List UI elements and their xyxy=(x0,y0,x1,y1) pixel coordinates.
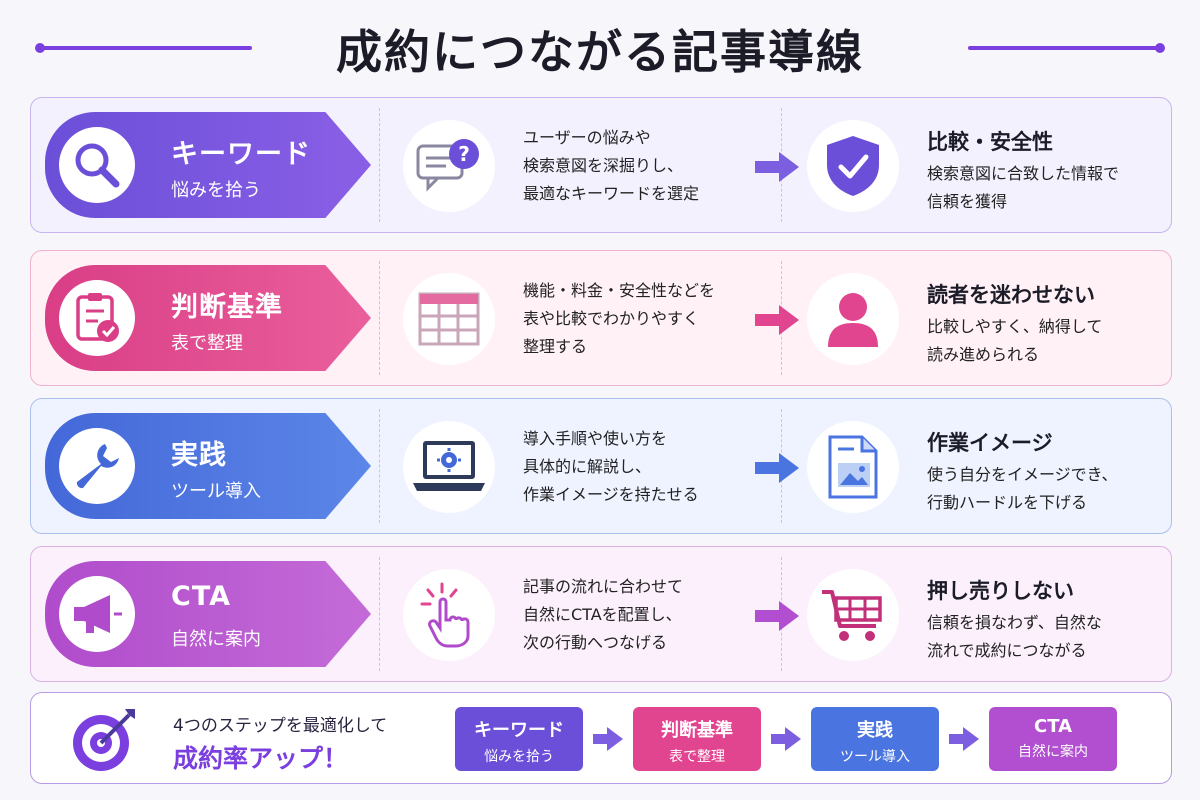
chip-label: 実践 xyxy=(857,720,893,741)
chip-label: CTA xyxy=(1033,716,1073,737)
page-title: 成約につながる記事導線 xyxy=(336,25,864,79)
summary-line1: 4つのステップを最適化して xyxy=(173,716,388,736)
magnifier-icon xyxy=(59,127,135,203)
chip-sub: ツール導入 xyxy=(840,749,910,765)
step-row-cta: CTA 自然に案内 記事の流れに合わせて 自然にCTAを配置し、 次の行動へつな… xyxy=(30,546,1172,682)
document-image-icon xyxy=(807,421,899,513)
result-title: 読者を迷わせない xyxy=(927,283,1095,307)
chip-sub: 悩みを拾う xyxy=(484,749,554,765)
summary-line2: 成約率アップ！ xyxy=(173,744,349,773)
shield-check-icon xyxy=(807,120,899,212)
step-sub: ツール導入 xyxy=(171,481,261,502)
step-sub: 表で整理 xyxy=(171,333,243,354)
laptop-gear-icon xyxy=(403,421,495,513)
summary-bar: 4つのステップを最適化して 成約率アップ！ キーワード 悩みを拾う 判断基準 表… xyxy=(30,692,1172,784)
step-banner-practice: 実践 ツール導入 xyxy=(45,413,371,519)
arrow-right-icon xyxy=(755,601,799,631)
arrow-right-icon xyxy=(771,727,801,751)
result-description: 検索意図に合致した情報で 信頼を獲得 xyxy=(927,164,1120,211)
step-banner-criteria: 判断基準 表で整理 xyxy=(45,265,371,371)
step-sub: 悩みを拾う xyxy=(171,180,261,201)
step-description: ユーザーの悩みや 検索意図を深掘りし、 最適なキーワードを選定 xyxy=(523,128,700,203)
title-decor-right xyxy=(968,43,1165,53)
arrow-right-icon xyxy=(949,727,979,751)
chip-sub: 表で整理 xyxy=(669,749,725,765)
result-description: 使う自分をイメージでき、 行動ハードルを下げる xyxy=(927,465,1118,512)
step-description: 機能・料金・安全性などを 表や比較でわかりやすく 整理する xyxy=(523,281,716,356)
summary-chip-practice: 実践 ツール導入 xyxy=(811,707,939,771)
wrench-icon xyxy=(59,428,135,504)
summary-chip-cta: CTA 自然に案内 xyxy=(989,707,1117,771)
result-title: 比較・安全性 xyxy=(927,130,1053,154)
step-description: 記事の流れに合わせて 自然にCTAを配置し、 次の行動へつなげる xyxy=(523,577,684,652)
step-label: 実践 xyxy=(171,440,227,471)
header: 成約につながる記事導線 xyxy=(0,14,1200,82)
step-row-criteria: 判断基準 表で整理 機能・料金・安全性などを 表や比較でわかりやすく 整理する … xyxy=(30,250,1172,386)
arrow-right-icon xyxy=(755,453,799,483)
shopping-cart-icon xyxy=(807,569,899,661)
step-label: キーワード xyxy=(171,139,311,170)
checklist-clipboard-icon xyxy=(59,280,135,356)
user-icon xyxy=(807,273,899,365)
step-description: 導入手順や使い方を 具体的に解説し、 作業イメージを持たせる xyxy=(523,429,699,504)
arrow-right-icon xyxy=(755,305,799,335)
step-banner-keyword: キーワード 悩みを拾う xyxy=(45,112,371,218)
target-arrow-icon xyxy=(73,709,135,771)
arrow-right-icon xyxy=(755,152,799,182)
step-row-keyword: キーワード 悩みを拾う ? ユーザーの悩みや 検索意図を深掘りし、 最適なキーワ… xyxy=(30,97,1172,233)
result-description: 比較しやすく、納得して 読み進められる xyxy=(927,317,1103,364)
result-description: 信頼を損なわず、自然な 流れで成約につながる xyxy=(927,613,1102,660)
arrow-right-icon xyxy=(593,727,623,751)
title-decor-left xyxy=(35,43,252,53)
step-banner-cta: CTA 自然に案内 xyxy=(45,561,371,667)
question-bubble-icon: ? xyxy=(403,120,495,212)
chip-label: キーワード xyxy=(474,720,564,741)
step-label: 判断基準 xyxy=(171,292,283,323)
megaphone-icon xyxy=(59,576,135,652)
result-title: 作業イメージ xyxy=(927,431,1053,455)
chip-label: 判断基準 xyxy=(661,720,733,741)
hand-click-icon xyxy=(403,569,495,661)
chip-sub: 自然に案内 xyxy=(1018,744,1088,760)
result-title: 押し売りしない xyxy=(927,579,1074,603)
table-grid-icon xyxy=(403,273,495,365)
step-label: CTA xyxy=(171,581,232,612)
step-sub: 自然に案内 xyxy=(171,629,261,650)
svg-text:?: ? xyxy=(458,142,470,166)
step-row-practice: 実践 ツール導入 導入手順や使い方を 具体的に解説し、 作業イメージを持たせる … xyxy=(30,398,1172,534)
summary-chip-keyword: キーワード 悩みを拾う xyxy=(455,707,583,771)
summary-chip-criteria: 判断基準 表で整理 xyxy=(633,707,761,771)
